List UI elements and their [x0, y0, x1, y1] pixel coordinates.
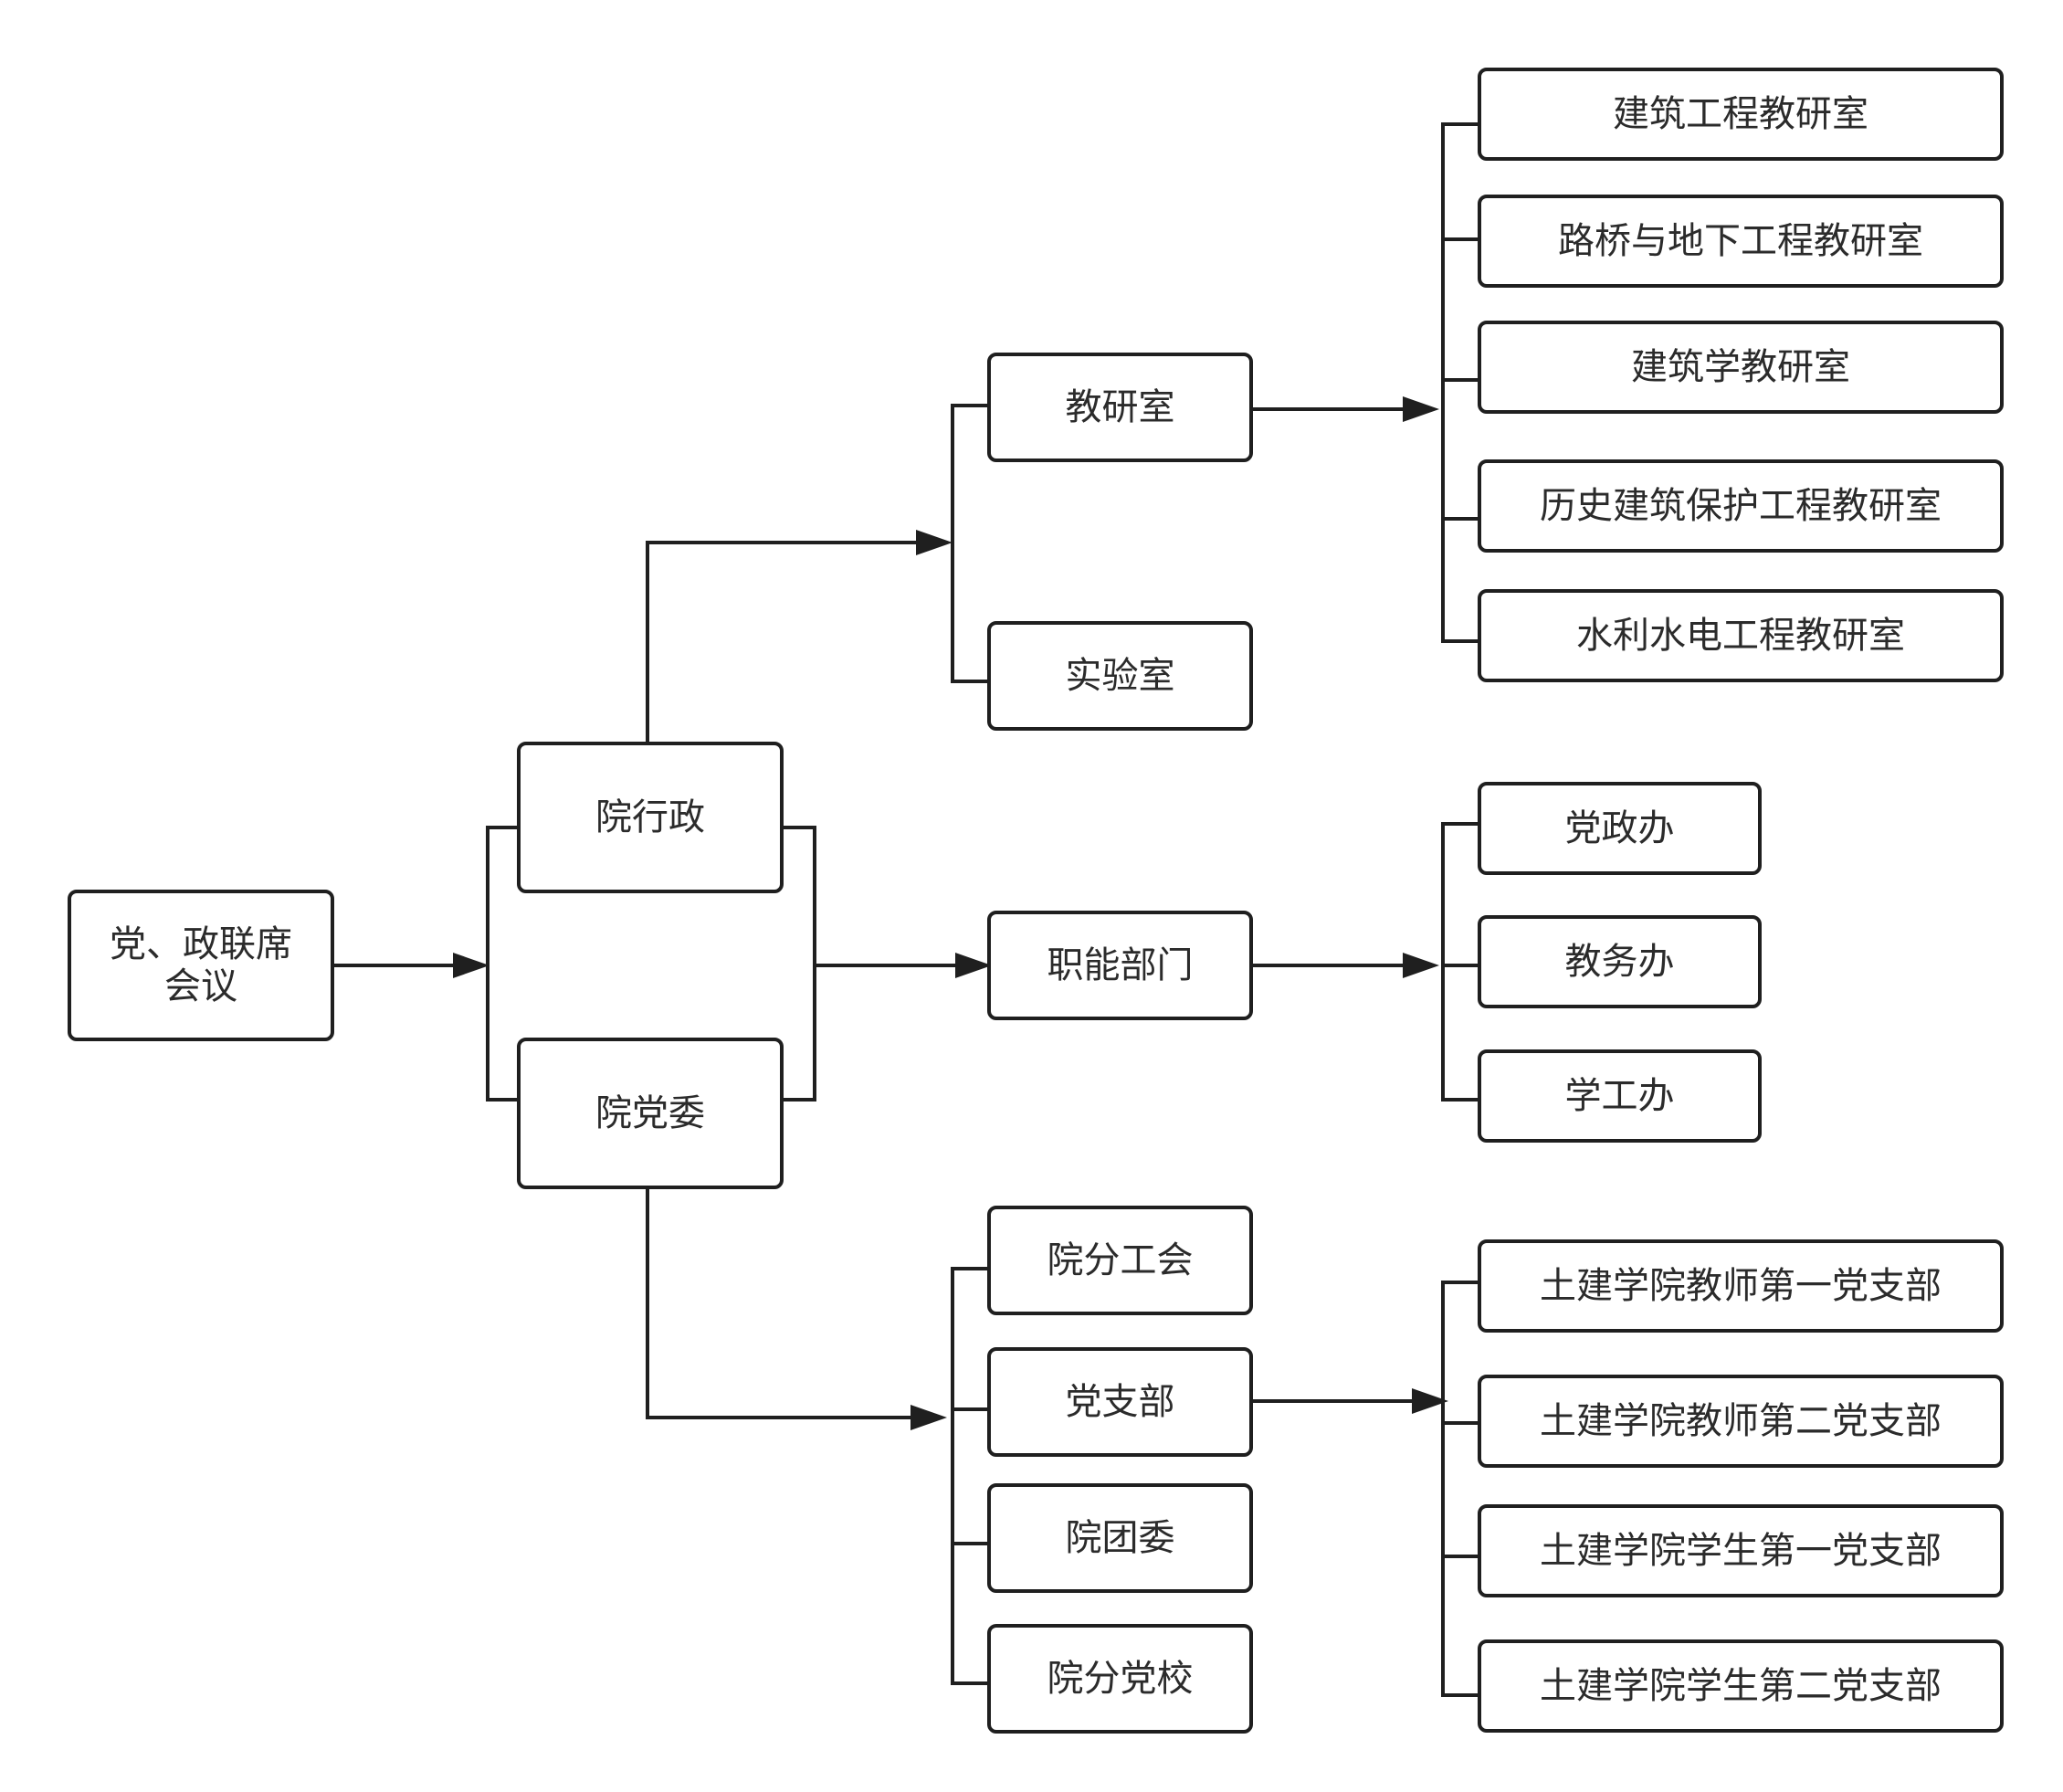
arrow-head: [1403, 396, 1439, 422]
arrow-head: [1403, 953, 1439, 978]
node-functional-office: 学工办: [1478, 1049, 1762, 1143]
arrow-head: [916, 530, 953, 555]
node-label: 院团委: [1065, 1517, 1175, 1559]
connector: [1251, 964, 1421, 967]
node-teaching-office: 建筑学教研室: [1478, 321, 2004, 414]
connector: [813, 964, 977, 967]
connector: [1441, 122, 1445, 643]
connector: [951, 1681, 989, 1685]
connector: [1441, 1421, 1479, 1425]
connector: [1441, 378, 1479, 382]
connector: [951, 1407, 989, 1411]
arrow-head: [955, 953, 992, 978]
arrow-head: [453, 953, 489, 978]
node-functional-office: 教务办: [1478, 915, 1762, 1008]
node-lab: 实验室: [987, 621, 1253, 731]
node-label: 党支部: [1065, 1381, 1175, 1423]
node-functional-office: 党政办: [1478, 782, 1762, 875]
connector: [1441, 1555, 1479, 1558]
connector: [486, 826, 519, 829]
node-label: 党、政联席会议: [110, 923, 292, 1007]
node-label: 党政办: [1564, 807, 1675, 849]
connector: [951, 1542, 989, 1545]
node-teaching-office: 建筑工程教研室: [1478, 68, 2004, 161]
node-label: 实验室: [1065, 655, 1175, 697]
connector: [951, 1267, 954, 1685]
node-teaching-office: 历史建筑保护工程教研室: [1478, 459, 2004, 553]
node-label: 土建学院学生第二党支部: [1540, 1665, 1942, 1707]
connector: [646, 1416, 914, 1419]
connector: [646, 1187, 649, 1419]
connector: [486, 826, 489, 1102]
connector: [334, 964, 471, 967]
arrow-head: [910, 1405, 947, 1430]
connector: [1251, 407, 1421, 411]
node-teaching-office: 水利水电工程教研室: [1478, 589, 2004, 682]
node-branch: 土建学院教师第二党支部: [1478, 1375, 2004, 1468]
node-teaching-office: 路桥与地下工程教研室: [1478, 195, 2004, 288]
node-label: 教务办: [1564, 941, 1675, 983]
node-label: 路桥与地下工程教研室: [1558, 220, 1923, 262]
connector: [1251, 1399, 1430, 1403]
connector: [646, 541, 920, 544]
node-root: 党、政联席会议: [68, 890, 334, 1041]
connector: [646, 541, 649, 742]
node-branch: 土建学院学生第二党支部: [1478, 1639, 2004, 1733]
connector: [951, 1267, 989, 1270]
node-label: 院行政: [595, 796, 705, 838]
node-branch: 土建学院学生第一党支部: [1478, 1504, 2004, 1597]
connector: [1441, 122, 1479, 126]
node-union: 院分工会: [987, 1206, 1253, 1315]
connector: [1441, 1693, 1479, 1697]
node-party-branch: 党支部: [987, 1347, 1253, 1457]
connector: [1441, 1281, 1479, 1284]
connector: [1441, 964, 1479, 967]
node-label: 土建学院学生第一党支部: [1540, 1530, 1942, 1572]
node-label: 院党委: [595, 1092, 705, 1134]
connector: [782, 1098, 816, 1102]
node-label: 历史建筑保护工程教研室: [1540, 485, 1942, 527]
connector: [951, 404, 954, 683]
node-label: 建筑学教研室: [1631, 346, 1850, 388]
node-label: 学工办: [1564, 1075, 1675, 1117]
node-label: 土建学院教师第一党支部: [1540, 1265, 1942, 1307]
connector: [1441, 517, 1479, 521]
connector: [1441, 1098, 1479, 1102]
connector: [951, 680, 989, 683]
node-label: 教研室: [1065, 386, 1175, 428]
connector: [1441, 822, 1445, 1102]
connector: [1441, 639, 1479, 643]
connector: [486, 1098, 519, 1102]
node-functional-dept: 职能部门: [987, 911, 1253, 1020]
node-label: 建筑工程教研室: [1613, 93, 1868, 135]
connector: [1441, 822, 1479, 826]
connector: [951, 404, 989, 407]
connector: [1441, 1281, 1445, 1697]
node-teaching-research: 教研室: [987, 353, 1253, 462]
connector: [782, 826, 816, 829]
connector: [1441, 237, 1479, 241]
node-label: 职能部门: [1047, 944, 1194, 986]
node-label: 水利水电工程教研室: [1576, 615, 1905, 657]
node-party-committee: 院党委: [517, 1038, 784, 1189]
node-branch: 土建学院教师第一党支部: [1478, 1239, 2004, 1333]
node-admin: 院行政: [517, 742, 784, 893]
node-label: 院分党校: [1047, 1658, 1194, 1700]
node-party-school: 院分党校: [987, 1624, 1253, 1734]
node-youth-league: 院团委: [987, 1483, 1253, 1593]
node-label: 院分工会: [1047, 1239, 1194, 1281]
node-label: 土建学院教师第二党支部: [1540, 1400, 1942, 1442]
